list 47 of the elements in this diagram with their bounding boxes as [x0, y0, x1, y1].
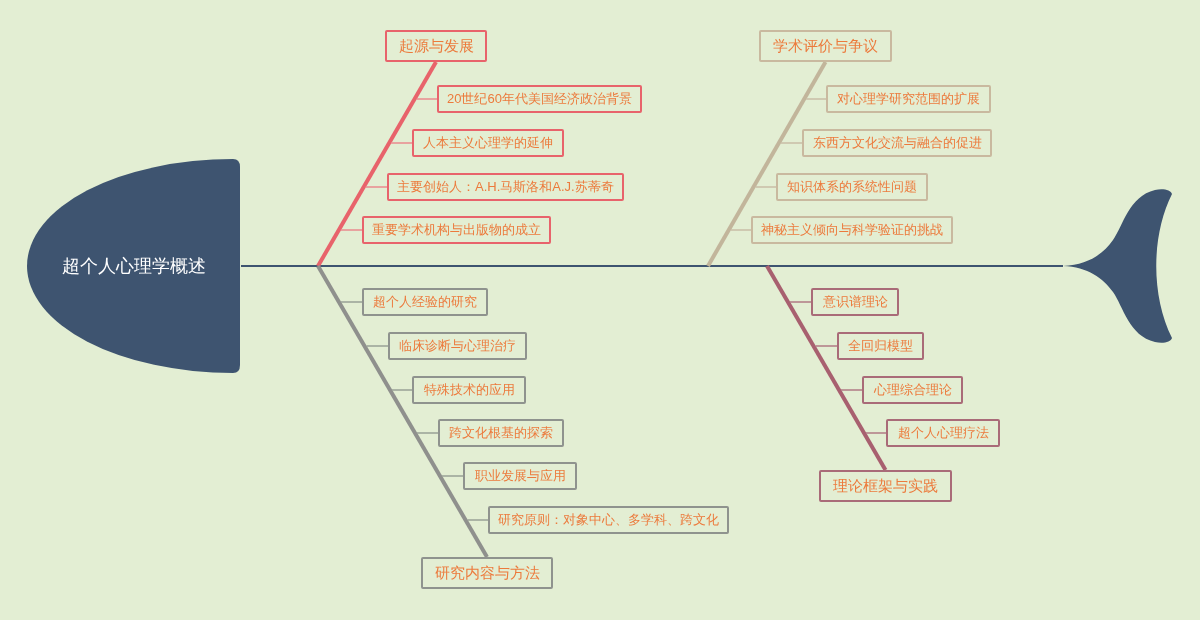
subtopic-box: 东西方文化交流与融合的促进: [802, 129, 992, 157]
connector-line: [840, 389, 863, 391]
subtopic-box: 意识谱理论: [811, 288, 899, 316]
subtopic-box: 特殊技术的应用: [412, 376, 526, 404]
subtopic-box: 超个人心理疗法: [886, 419, 1000, 447]
subtopic-box: 知识体系的系统性问题: [776, 173, 928, 201]
connector-line: [805, 98, 827, 100]
branch-line: [316, 61, 438, 267]
connector-line: [391, 389, 413, 391]
subtopic-box: 超个人经验的研究: [362, 288, 488, 316]
fish-head: [27, 158, 241, 374]
connector-line: [814, 345, 838, 347]
connector-line: [789, 301, 812, 303]
connector-line: [390, 142, 413, 144]
subtopic-box: 临床诊断与心理治疗: [388, 332, 527, 360]
subtopic-box: 职业发展与应用: [463, 462, 577, 490]
branch-line: [706, 61, 828, 267]
spine-line: [240, 265, 1064, 267]
connector-line: [780, 142, 803, 144]
subtopic-box: 人本主义心理学的延伸: [412, 129, 564, 157]
connector-line: [340, 229, 363, 231]
topic-text: 超个人心理学概述: [62, 255, 206, 278]
subtopic-box: 对心理学研究范围的扩展: [826, 85, 991, 113]
connector-line: [340, 301, 363, 303]
topic-box: 起源与发展: [385, 30, 487, 62]
connector-line: [466, 519, 489, 521]
connector-line: [754, 186, 777, 188]
subtopic-box: 主要创始人：A.H.马斯洛和A.J.苏蒂奇: [387, 173, 624, 201]
branch-line: [316, 265, 489, 558]
topic-box: 学术评价与争议: [759, 30, 892, 62]
connector-line: [364, 186, 388, 188]
connector-line: [365, 345, 389, 347]
connector-line: [865, 432, 887, 434]
connector-line: [416, 432, 439, 434]
subtopic-box: 全回归模型: [837, 332, 924, 360]
subtopic-box: 重要学术机构与出版物的成立: [362, 216, 551, 244]
subtopic-box: 20世纪60年代美国经济政治背景: [437, 85, 642, 113]
topic-box: 理论框架与实践: [819, 470, 952, 502]
branch-line: [765, 265, 888, 471]
subtopic-box: 研究原则：对象中心、多学科、跨文化: [488, 506, 729, 534]
connector-line: [441, 475, 464, 477]
subtopic-box: 心理综合理论: [862, 376, 963, 404]
topic-box: 研究内容与方法: [421, 557, 553, 589]
subtopic-box: 神秘主义倾向与科学验证的挑战: [751, 216, 953, 244]
connector-line: [729, 229, 752, 231]
subtopic-box: 跨文化根基的探索: [438, 419, 564, 447]
connector-line: [415, 98, 438, 100]
